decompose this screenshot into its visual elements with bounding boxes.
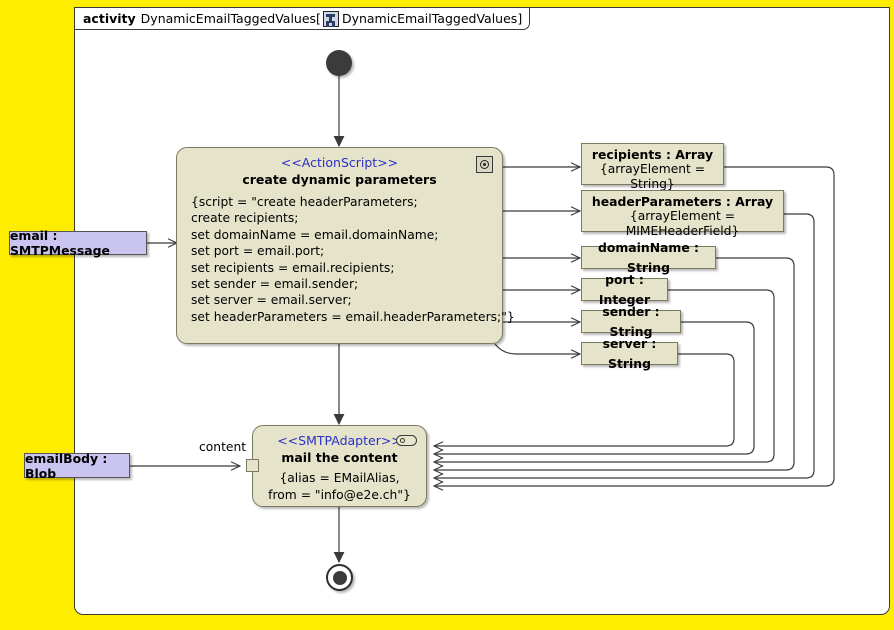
initial-node[interactable] (326, 50, 352, 76)
action-title: mail the content (281, 450, 398, 465)
output-title: domainName : String (597, 239, 700, 275)
activity-frame-header: activity DynamicEmailTaggedValues [ Dyna… (74, 7, 531, 30)
output-object-server[interactable]: server : String (581, 336, 678, 371)
frame-diagram-name: DynamicEmailTaggedValues (341, 11, 518, 26)
action-mail-the-content[interactable]: <<SMTPAdapter>> mail the content {alias … (252, 425, 427, 507)
edge-label-content: content (199, 440, 247, 454)
frame-bracket-open: [ (316, 11, 321, 26)
activity-final-node[interactable] (326, 564, 353, 591)
output-title: recipients : Array (591, 147, 714, 162)
frame-bracket-close: ] (517, 11, 523, 26)
output-properties: {arrayElement = String} (599, 162, 706, 191)
output-object-recipients[interactable]: recipients : Array {arrayElement = Strin… (581, 143, 724, 191)
adapter-pill-icon (396, 435, 417, 446)
action-create-dynamic-parameters[interactable]: <<ActionScript>> create dynamic paramete… (176, 147, 515, 344)
output-object-domainname[interactable]: domainName : String (581, 240, 716, 275)
action-script-body: {script = "create headerParameters; crea… (191, 195, 515, 324)
output-title: sender : String (602, 303, 660, 339)
frame-keyword: activity (83, 11, 136, 26)
activity-diagram-icon (322, 10, 339, 27)
input-object-label: email : SMTPMessage (10, 228, 110, 258)
output-title: server : String (602, 335, 657, 371)
input-object-email[interactable]: email : SMTPMessage (9, 228, 147, 258)
output-properties: {arrayElement = MIMEHeaderField} (625, 209, 740, 238)
output-title: port : Integer (598, 271, 651, 307)
input-object-label: emailBody : Blob (25, 450, 108, 481)
action-properties: {alias = EMailAlias, from = "info@e2e.ch… (268, 471, 411, 502)
output-title: headerParameters : Array (591, 194, 774, 209)
input-pin-content[interactable] (246, 459, 259, 472)
output-object-port[interactable]: port : Integer (581, 272, 668, 307)
stereotype-actionscript: <<ActionScript>> (280, 155, 399, 170)
stereotype-smtpadapter: <<SMTPAdapter>> (277, 433, 402, 448)
output-object-headerparameters[interactable]: headerParameters : Array {arrayElement =… (581, 190, 784, 238)
output-object-sender[interactable]: sender : String (581, 304, 681, 339)
input-object-emailbody[interactable]: emailBody : Blob (24, 450, 130, 481)
script-gear-icon (476, 156, 493, 173)
action-title: create dynamic parameters (242, 172, 437, 187)
frame-activity-name: DynamicEmailTaggedValues (140, 11, 317, 26)
